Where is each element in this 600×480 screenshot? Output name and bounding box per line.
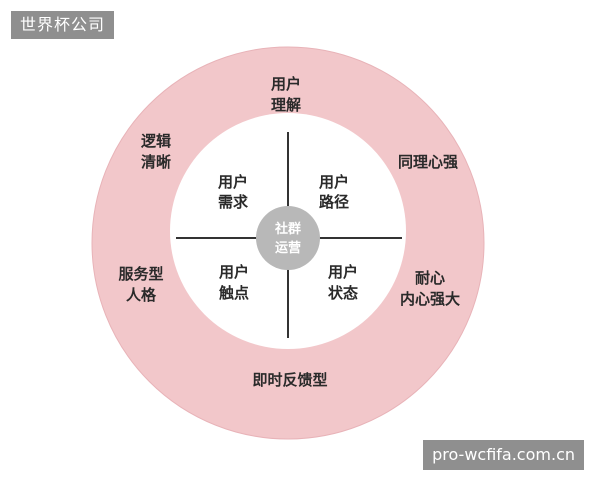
quadrant-bottom-left-line1: 用户 <box>219 263 249 281</box>
watermark-top: 世界杯公司 <box>11 11 115 39</box>
ring-item-right-line1: 耐心 <box>415 269 445 287</box>
ring-item-bottom: 即时反馈型 <box>252 371 327 389</box>
quadrant-top-right: 用户 路径 <box>319 173 349 211</box>
center-label-line1: 社群 <box>274 221 301 237</box>
ring-item-top-right-line1: 同理心强 <box>398 153 458 171</box>
quadrant-top-left: 用户 需求 <box>218 173 249 211</box>
ring-item-right-line2: 内心强大 <box>400 290 460 308</box>
ring-item-top-left-line2: 清晰 <box>141 153 171 171</box>
quadrant-top-left-line1: 用户 <box>218 173 248 191</box>
ring-item-left: 服务型 人格 <box>118 265 163 304</box>
ring-item-left-line2: 人格 <box>126 286 157 304</box>
watermark-bottom: pro-wcfifa.com.cn <box>423 440 584 470</box>
ring-item-bottom-line1: 即时反馈型 <box>252 371 327 389</box>
quadrant-bottom-left: 用户 触点 <box>219 263 249 302</box>
ring-item-top-right: 同理心强 <box>398 153 458 171</box>
ring-item-top-left-line1: 逻辑 <box>141 132 171 150</box>
center-label-line2: 运营 <box>275 240 301 256</box>
ring-item-left-line1: 服务型 <box>118 265 163 283</box>
quadrant-bottom-right-line2: 状态 <box>328 284 358 302</box>
center-circle <box>256 206 320 270</box>
quadrant-bottom-right: 用户 状态 <box>328 263 358 302</box>
ring-item-top-left: 逻辑 清晰 <box>141 132 171 171</box>
ring-item-top-line2: 理解 <box>271 96 301 114</box>
quadrant-bottom-left-line2: 触点 <box>219 284 249 302</box>
ring-item-right: 耐心 内心强大 <box>400 269 460 308</box>
quadrant-bottom-right-line1: 用户 <box>328 263 358 281</box>
quadrant-top-right-line2: 路径 <box>319 193 349 211</box>
quadrant-top-left-line2: 需求 <box>218 193 249 211</box>
ring-item-top: 用户 理解 <box>271 75 301 114</box>
quadrant-top-right-line1: 用户 <box>319 173 349 191</box>
ring-item-top-line1: 用户 <box>271 75 301 93</box>
